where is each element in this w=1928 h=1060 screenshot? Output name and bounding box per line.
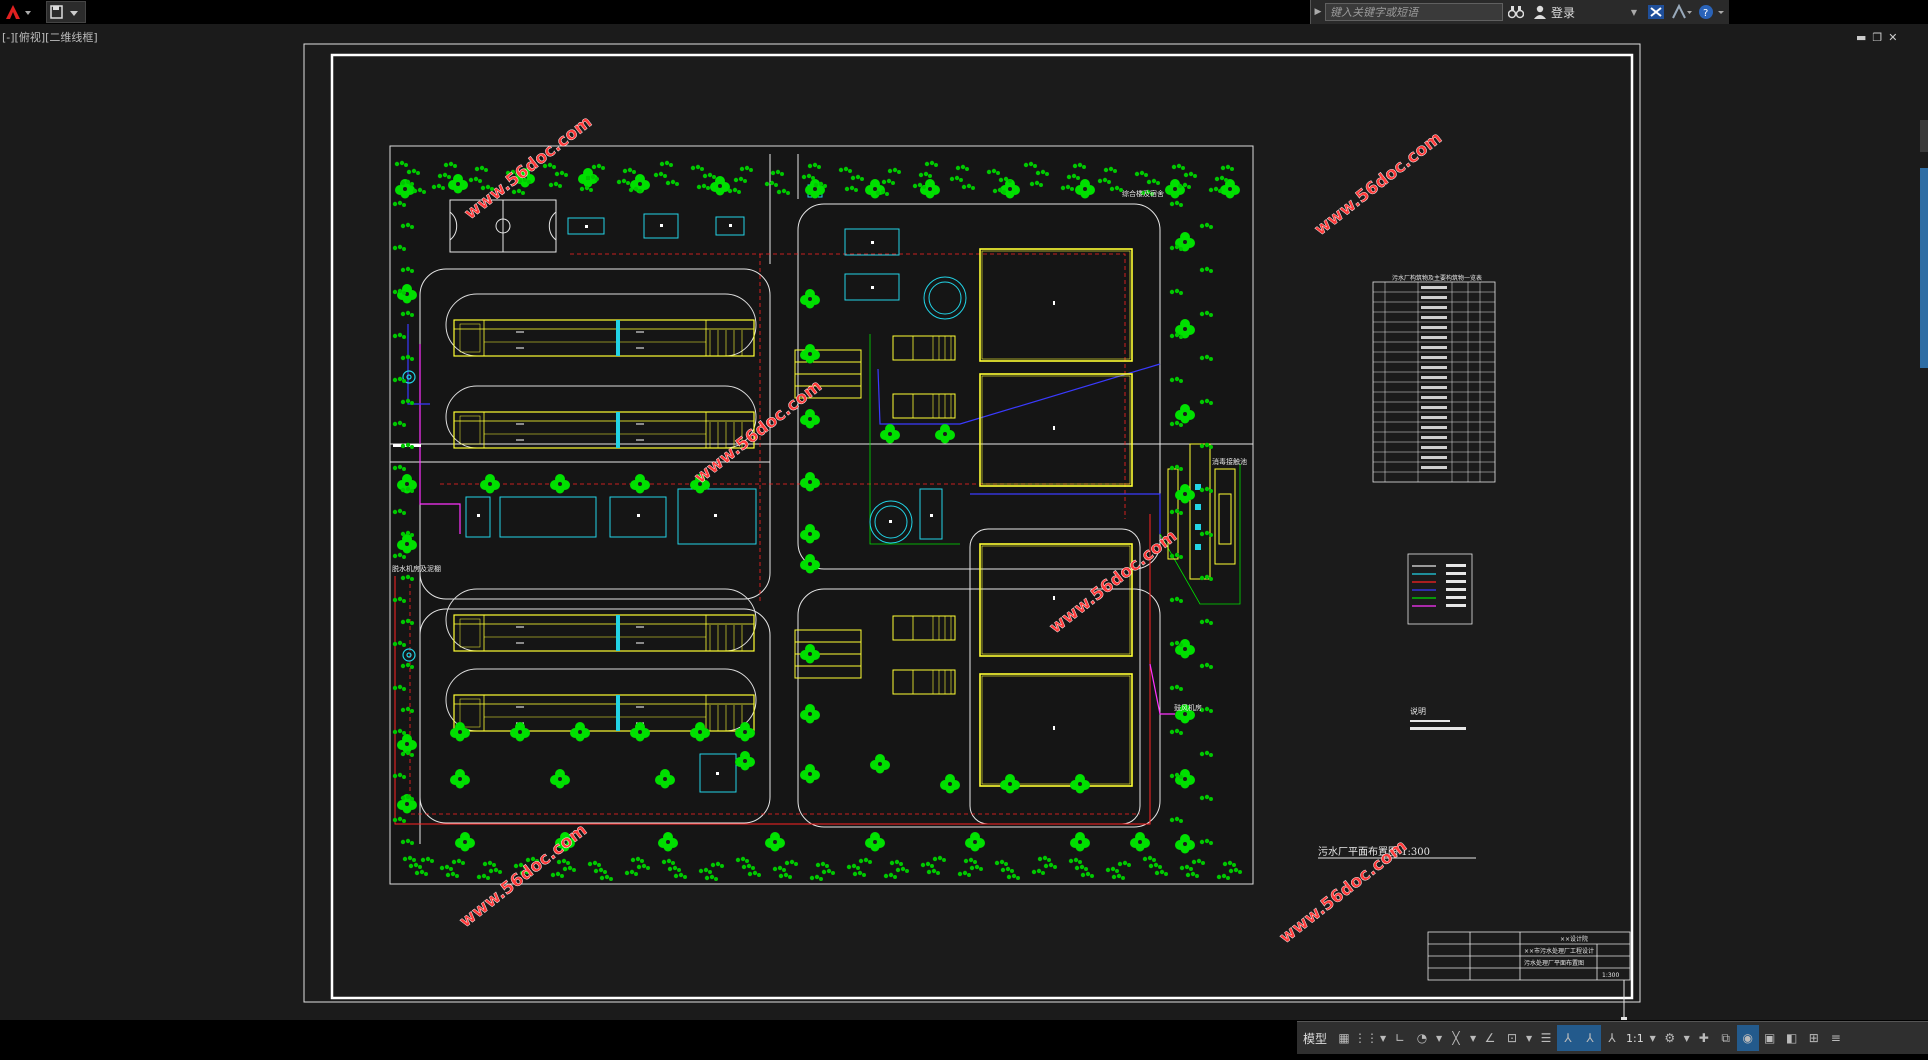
status-bar: 模型 ▦ ⋮⋮ ▼ ∟ ◔ ▼ ╳ ▼ ∠ ⊡ ▼ ☰ ⅄ ⅄ ⅄ 1:1 ▼ … [0,1020,1928,1060]
minimize-icon[interactable]: ▬ [1856,31,1867,44]
annotation-scale[interactable]: 1:1 [1626,1031,1644,1045]
drawing-window-controls: ▬ ❐ ✕ [1856,31,1898,44]
app-menu-button[interactable] [0,1,36,23]
close-icon[interactable]: ✕ [1888,31,1898,44]
top-buildings [567,184,900,301]
annotation-scale-icon[interactable]: ⅄ [1557,1025,1580,1051]
dropdown-arrow-icon[interactable]: ▼ [1683,1033,1690,1043]
polar-tracking-icon[interactable]: ◔ [1416,1031,1428,1045]
title-block-drawing-name: 污水处理厂平面布置图 [1524,959,1584,967]
watermark: www.56doc.com [1311,128,1446,240]
building-label: 脱水机房及泥棚 [392,564,441,573]
building-label: 鼓风机房 [1174,703,1202,712]
building-label: 综合楼及宿舍 [1122,189,1164,198]
user-icon [1534,5,1546,19]
basketball-court [449,199,557,253]
plus-icon[interactable]: ✚ [1698,1031,1709,1045]
object-snap-icon[interactable]: ╳ [1452,1031,1460,1045]
model-tab[interactable]: 模型 [1303,1031,1328,1046]
dropdown-arrow-icon[interactable]: ▼ [1469,1033,1477,1043]
object-snap-tracking-icon[interactable]: ⊡ [1506,1031,1518,1045]
disinfection-tank [1167,443,1236,580]
help-icon[interactable]: ? [1695,1,1729,23]
scrollbar-thumb[interactable] [1920,168,1928,368]
workspace-gear-icon[interactable]: ⚙ [1664,1031,1676,1045]
exchange-icon[interactable] [1643,1,1669,23]
snap-icon[interactable]: ⋮⋮ [1354,1031,1379,1045]
site-boundary [389,145,1254,885]
binoculars-icon[interactable] [1503,1,1529,23]
title-block-project: ××市污水处理厂工程设计 [1524,947,1594,955]
quick-access-toolbar[interactable] [46,1,86,23]
dropdown-arrow-icon: ▼ [1630,7,1637,17]
svg-text:?: ? [1703,8,1708,19]
a360-icon[interactable] [1669,1,1695,23]
title-block-scale: 1:300 [1602,972,1619,979]
units-icon[interactable]: ⧉ [1721,1030,1730,1045]
lineweight-icon[interactable]: ☰ [1540,1031,1552,1045]
save-icon [50,5,78,19]
login-label: 登录 [1551,5,1576,20]
title-bar: ▶ 登录 ▼ ? [0,0,1928,24]
ortho-icon[interactable]: ∟ [1394,1031,1406,1045]
restore-icon[interactable]: ❐ [1872,31,1883,44]
search-input[interactable] [1325,3,1503,21]
plan-title: 污水厂平面布置图 1:300 [1318,846,1430,858]
note-title: 说明 [1410,706,1426,716]
clean-screen-icon[interactable]: ◧ [1786,1031,1798,1045]
legend-table [1407,553,1473,625]
table-title: 污水厂构筑物及主要构筑物一览表 [1392,274,1482,282]
login-button[interactable]: 登录 ▼ [1529,1,1643,23]
drawing-border [330,53,1634,1000]
title-block-company: ××设计院 [1560,935,1588,943]
dropdown-arrow-icon[interactable]: ▼ [1379,1033,1387,1043]
paper-frame [303,43,1641,1003]
annotation-visibility-icon[interactable]: ⅄ [1579,1025,1602,1051]
expand-arrow-icon[interactable]: ▶ [1314,7,1322,17]
pump-station [402,370,416,662]
scrollbar-track[interactable] [1920,120,1928,152]
building-label: 消毒接触池 [1212,457,1247,466]
drawing-canvas[interactable]: 综合楼及宿舍 脱水机房及泥棚 消毒接触池 鼓风机房 污水厂构筑物及主要构筑物一览… [0,24,1918,1020]
status-toolbar: 模型 ▦ ⋮⋮ ▼ ∟ ◔ ▼ ╳ ▼ ∠ ⊡ ▼ ☰ ⅄ ⅄ ⅄ 1:1 ▼ … [1297,1021,1928,1054]
full-screen-icon[interactable]: ⊞ [1808,1031,1819,1045]
dropdown-arrow-icon[interactable]: ▼ [1435,1033,1443,1043]
hardware-acceleration-icon[interactable]: ▣ [1764,1031,1776,1045]
dropdown-arrow-icon[interactable]: ▼ [1525,1033,1533,1043]
grid-icon[interactable]: ▦ [1338,1031,1350,1045]
middle-buildings [465,276,967,793]
customize-menu-icon[interactable]: ≡ [1830,1031,1841,1045]
search-group: ▶ 登录 ▼ ? [1310,0,1729,24]
isolate-objects-icon[interactable]: ◉ [1736,1025,1759,1051]
auto-scale-icon[interactable]: ⅄ [1608,1031,1616,1045]
autocad-logo-icon [6,5,31,19]
title-block [1427,931,1631,981]
dropdown-arrow-icon[interactable]: ▼ [1649,1033,1656,1043]
viewport-controls-label[interactable]: [-][俯视][二维线框] [2,31,98,44]
angle-icon[interactable]: ∠ [1484,1031,1496,1045]
grit-chamber [794,349,862,679]
